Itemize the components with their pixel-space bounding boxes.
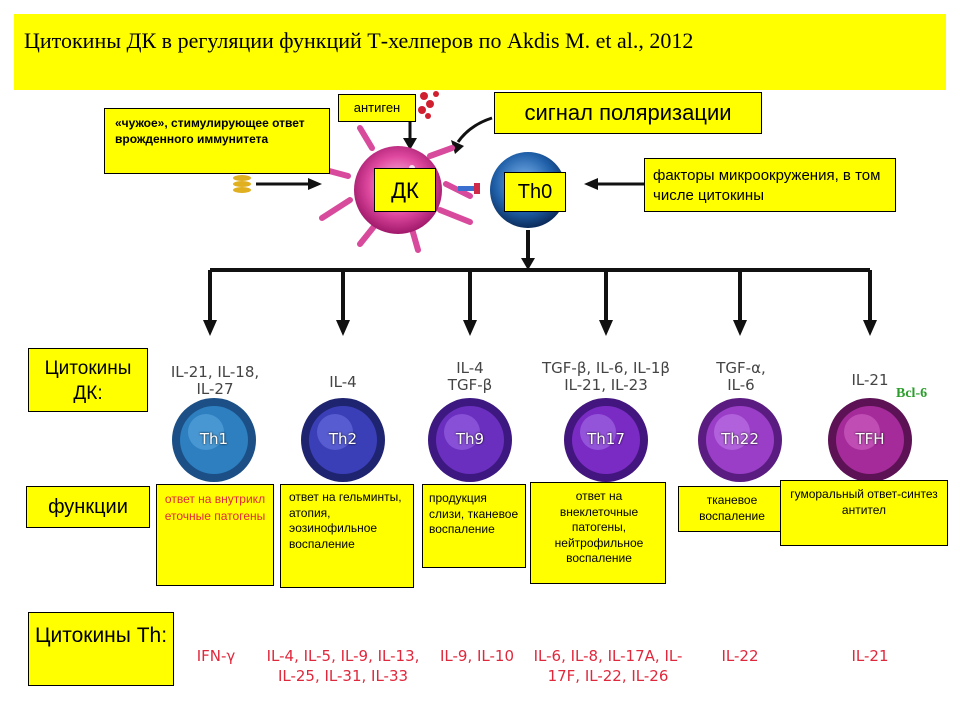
- function-box-th1: ответ на внутриклеточные патогены: [156, 484, 274, 586]
- function-box-tfh: гуморальный ответ-синтез антител: [780, 480, 948, 546]
- antigen-box: антиген: [338, 94, 416, 122]
- th0-label-box: Th0: [504, 172, 566, 212]
- antigen-icon: [418, 91, 439, 119]
- tfh-cell-icon: [828, 398, 912, 482]
- foreign-label: «чужое», стимулирующее ответ врожденного…: [115, 116, 305, 147]
- function-tfh: гуморальный ответ-синтез антител: [790, 487, 938, 517]
- th2-label: Th2: [328, 430, 358, 448]
- antigen-label: антиген: [353, 100, 401, 115]
- th-cytokines-row-box: Цитокины Th:: [28, 612, 174, 686]
- function-box-th17: ответ на внеклеточные патогены, нейтрофи…: [530, 482, 666, 584]
- th9-cell-icon: [428, 398, 512, 482]
- th9-label: Th9: [455, 430, 485, 448]
- th-cytokines-th9: IL-9, IL-10: [439, 647, 515, 665]
- dc-label-box: ДК: [374, 168, 436, 212]
- th22-cell-icon: [698, 398, 782, 482]
- dc-cytokines-th2: IL-4: [329, 373, 357, 391]
- polarization-label: сигнал поляризации: [524, 100, 732, 125]
- branch-arrowheads: [203, 258, 877, 336]
- receptor-icon: [458, 183, 480, 194]
- th-cytokines-th1: IFN-γ: [196, 647, 236, 665]
- th22-label: Th22: [721, 430, 759, 448]
- th-cytokines-th2: IL-4, IL-5, IL-9, IL-13, IL-25, IL-31, I…: [266, 647, 420, 686]
- th17-cell-icon: [564, 398, 648, 482]
- th-cytokines-tfh: IL-21: [851, 647, 889, 665]
- tfh-label: TFH: [855, 430, 885, 448]
- dc-label: ДК: [391, 178, 419, 203]
- function-th1: ответ на внутриклеточные патогены: [164, 492, 266, 523]
- function-th9: продукция слизи, тканевое воспаление: [429, 491, 519, 537]
- function-box-th2: ответ на гельминты, атопия, эозинофильно…: [280, 484, 414, 588]
- foreign-box: «чужое», стимулирующее ответ врожденного…: [104, 108, 330, 174]
- function-th2: ответ на гельминты, атопия, эозинофильно…: [289, 490, 402, 551]
- slide-title: Цитокины ДК в регуляции функций Т-хелпер…: [24, 28, 694, 53]
- function-box-th22: тканевое воспаление: [678, 486, 784, 532]
- title-banner: Цитокины ДК в регуляции функций Т-хелпер…: [14, 14, 946, 90]
- dc-cytokines-row-box: Цитокины ДК:: [28, 348, 148, 412]
- function-th22: тканевое воспаление: [699, 493, 765, 523]
- th17-label: Th17: [587, 430, 625, 448]
- th0-label: Th0: [517, 181, 553, 203]
- dc-cytokines-th1: IL-21, IL-18, IL-27: [170, 363, 260, 399]
- th1-label: Th1: [199, 430, 229, 448]
- microenv-label: факторы микроокружения, в том числе цито…: [653, 167, 881, 204]
- bcl6-label: Bcl-6: [896, 386, 928, 401]
- dc-cytokines-row-label: Цитокины ДК:: [44, 358, 132, 404]
- functions-row-label: функции: [48, 496, 128, 518]
- dc-cytokines-tfh: IL-21: [851, 371, 889, 389]
- dc-cytokines-th22: TGF-α, IL-6: [716, 359, 766, 395]
- branch-lines: [208, 230, 872, 322]
- th1-cell-icon: [172, 398, 256, 482]
- dc-cytokines-th9: IL-4 TGF-β: [447, 359, 493, 395]
- microenv-box: факторы микроокружения, в том числе цито…: [644, 158, 896, 212]
- function-th17: ответ на внеклеточные патогены, нейтрофи…: [554, 489, 644, 566]
- th-cytokines-th17: IL-6, IL-8, IL-17A, IL-17F, IL-22, IL-26: [533, 647, 683, 686]
- polarization-box: сигнал поляризации: [494, 92, 762, 134]
- pathogen-molecule-icon: [233, 175, 251, 193]
- dc-cytokines-th17: TGF-β, IL-6, IL-1β IL-21, IL-23: [542, 359, 670, 395]
- th-cytokines-row-label: Цитокины Th:: [34, 624, 168, 647]
- th-cytokines-th22: IL-22: [721, 647, 759, 665]
- functions-row-box: функции: [26, 486, 150, 528]
- function-box-th9: продукция слизи, тканевое воспаление: [422, 484, 526, 568]
- polarization-arrow: [456, 116, 493, 143]
- th2-cell-icon: [301, 398, 385, 482]
